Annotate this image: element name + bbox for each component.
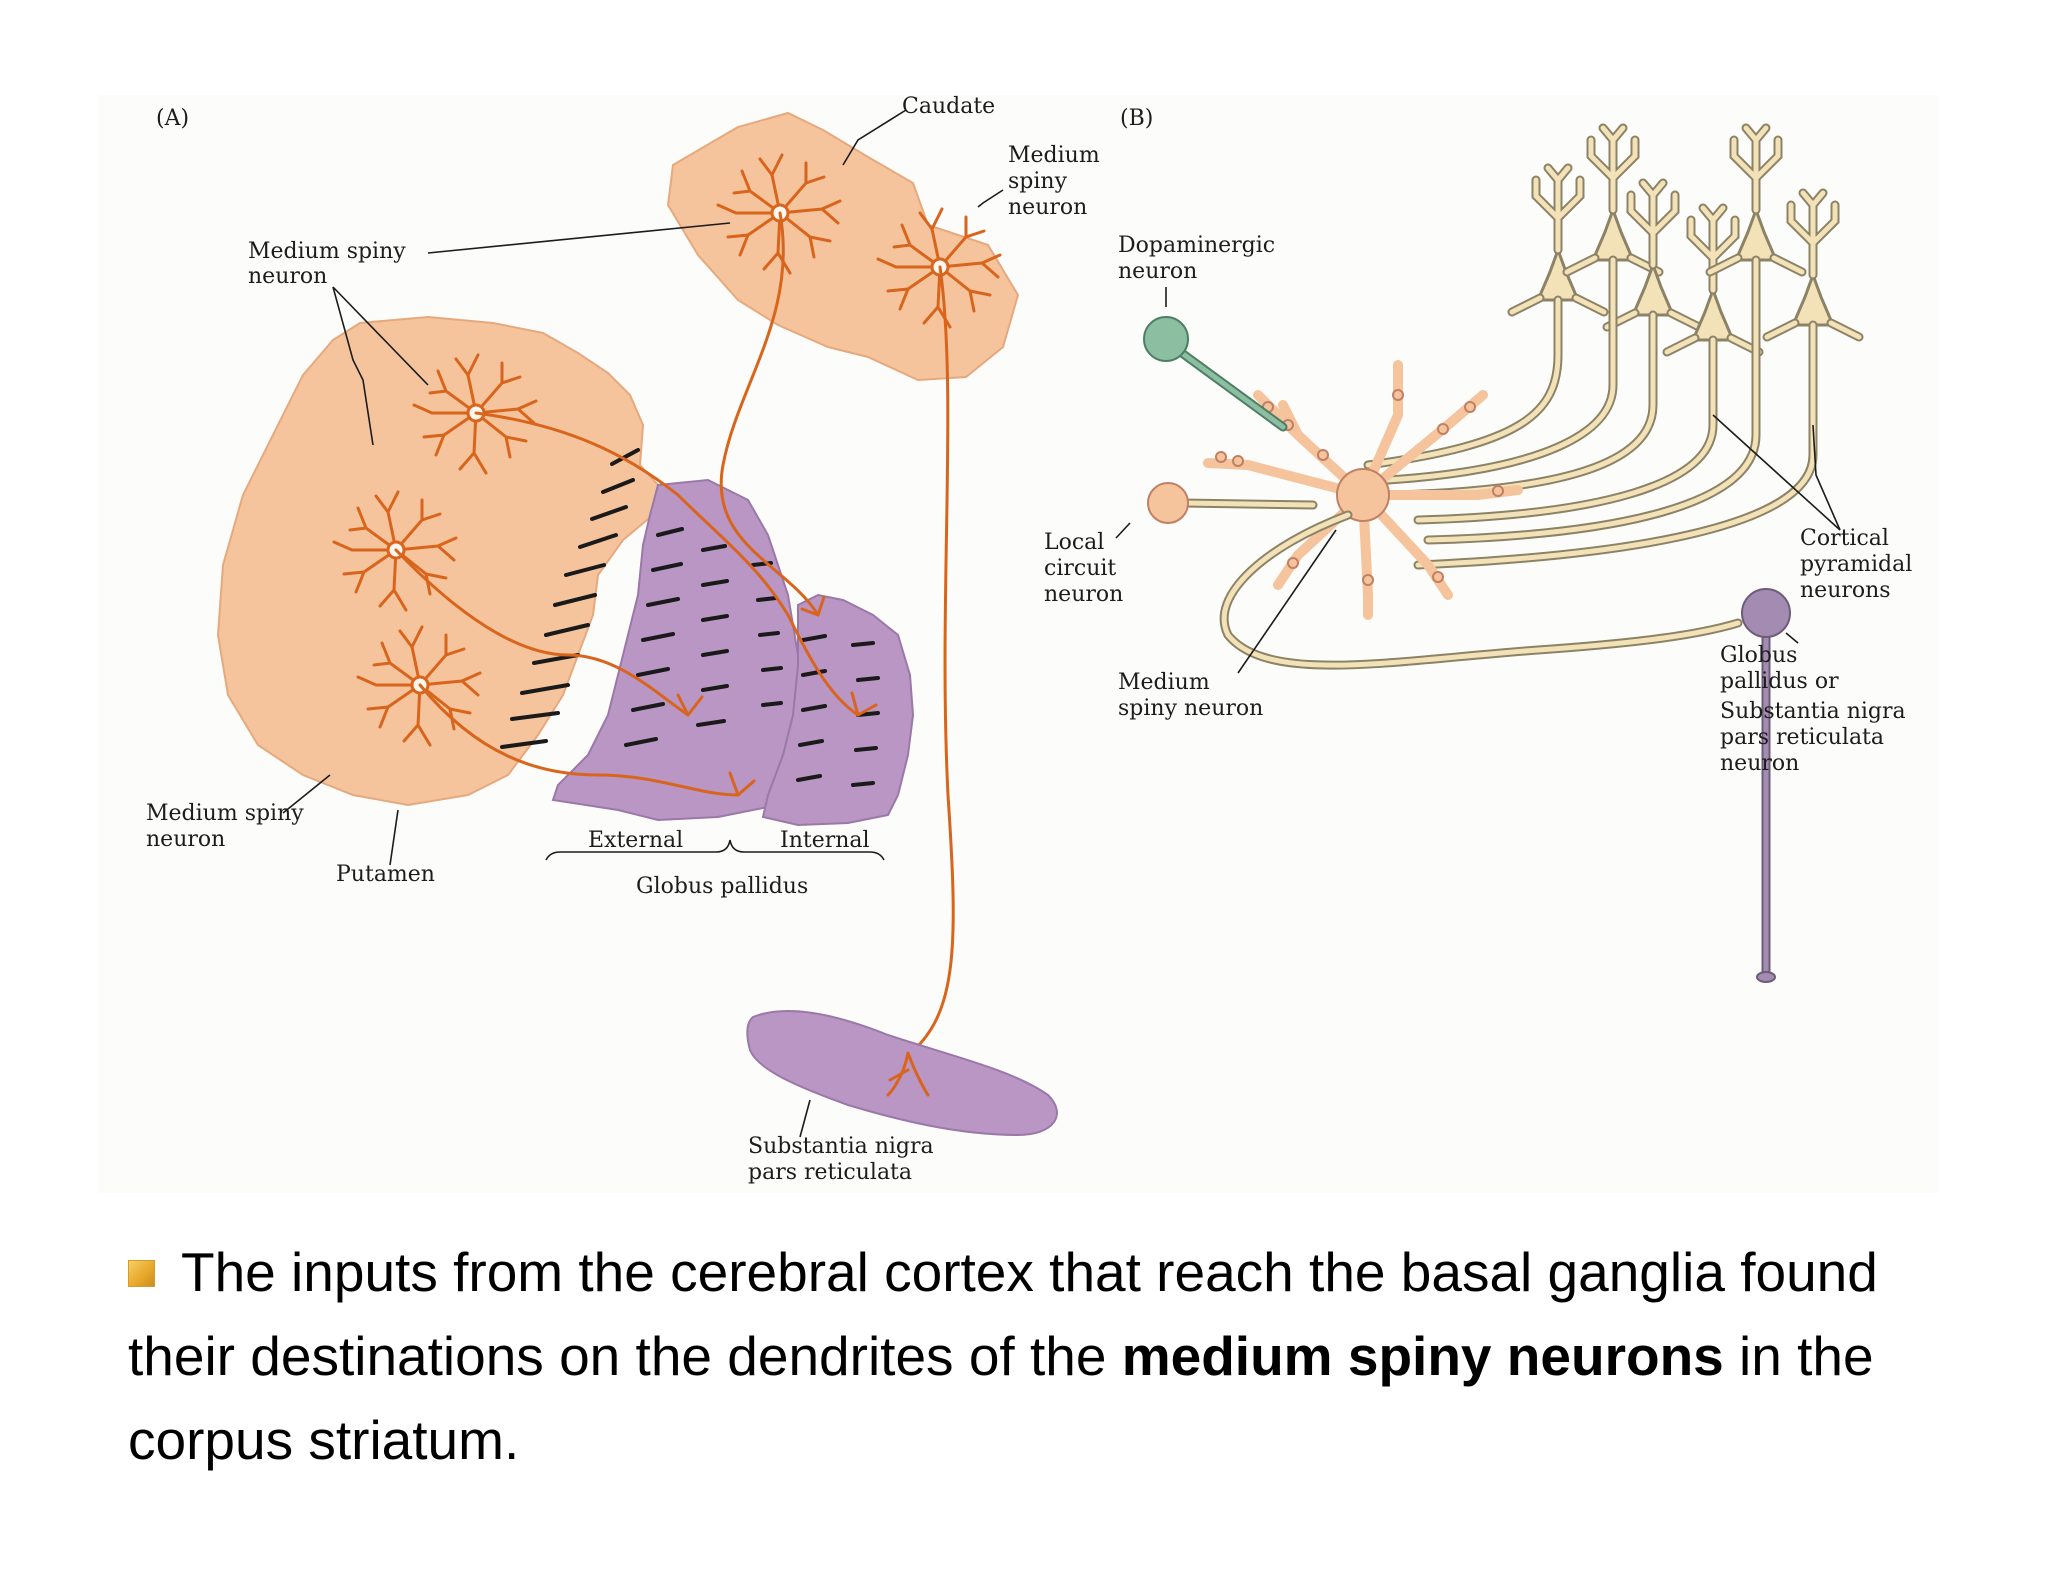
gp-internal-comb [796, 634, 880, 787]
local-circuit-label-2: circuit [1044, 556, 1116, 581]
figure: (A) Caudate [98, 95, 1938, 1193]
caudate-label: Caudate [902, 95, 995, 119]
msn-b-axon [1221, 512, 1741, 668]
basal-ganglia-diagram: (A) Caudate [146, 95, 1912, 1185]
gp-snr-label-5: neuron [1720, 751, 1799, 776]
caption-bold: medium spiny neurons [1121, 1325, 1724, 1387]
snr-label-1: Substantia nigra [748, 1134, 934, 1159]
msn-caudate-label-1: Medium [1008, 143, 1100, 168]
gp-internal-shape [761, 593, 915, 827]
msn-b-label-2: spiny neuron [1118, 696, 1263, 721]
cortical-label-1: Cortical [1800, 526, 1889, 551]
panel-b-tag: (B) [1120, 106, 1153, 131]
msn-b-label-1: Medium [1118, 670, 1210, 695]
panel-b-leaders [1115, 287, 1841, 674]
caudate-shape [666, 111, 1020, 382]
pyramidal-neuron-4 [1667, 208, 1759, 352]
msn-b-spines [1215, 389, 1504, 586]
dopaminergic-neuron [1143, 316, 1288, 432]
bullet-square-icon [128, 1260, 155, 1287]
msn-bottom-label-1: Medium spiny [146, 801, 304, 826]
local-circuit-label-3: neuron [1044, 582, 1123, 607]
panel-a-leaders [282, 109, 1004, 1138]
msn-caudate-label-2: spiny [1008, 169, 1068, 194]
local-circuit-neuron [1147, 482, 1318, 524]
putamen-shape [216, 315, 660, 807]
gp-external-label: External [588, 828, 683, 853]
putamen-label: Putamen [336, 862, 435, 887]
msn-caudate-label-3: neuron [1008, 195, 1087, 220]
gp-snr-neuron [1741, 588, 1791, 983]
cortical-label-2: pyramidal [1800, 552, 1912, 577]
local-circuit-label-1: Local [1044, 530, 1104, 555]
dopaminergic-label-1: Dopaminergic [1118, 233, 1275, 258]
snr-terminal [886, 1051, 930, 1097]
putamen-comb [500, 448, 640, 749]
gp-snr-label-2: pallidus or [1720, 669, 1839, 694]
pyramidal-neuron-1 [1512, 168, 1604, 312]
msn-b-soma [1336, 468, 1390, 522]
msn-top-label-1: Medium spiny [248, 239, 406, 264]
cortical-label-3: neurons [1800, 578, 1891, 603]
msn-top-label-2: neuron [248, 264, 327, 289]
caption-part-1: The inputs from the cerebral cortex that… [128, 1241, 1878, 1387]
gp-external-comb [624, 527, 783, 747]
gp-snr-label-4: pars reticulata [1720, 725, 1884, 750]
caption-bullet: The inputs from the cerebral cortex that… [128, 1230, 1968, 1482]
gp-internal-label: Internal [780, 828, 870, 853]
gp-external-shape [551, 478, 805, 822]
gp-snr-label-1: Globus [1720, 643, 1797, 668]
snr-label-2: pars reticulata [748, 1160, 912, 1185]
msn-bottom-label-2: neuron [146, 827, 225, 852]
globus-pallidus-label: Globus pallidus [636, 874, 808, 899]
dopaminergic-label-2: neuron [1118, 259, 1197, 284]
gp-snr-label-3: Substantia nigra [1720, 699, 1906, 724]
caption-part-2: in the corpus striatum. [128, 1325, 1874, 1471]
caption-text: The inputs from the cerebral cortex that… [128, 1241, 1878, 1471]
panel-a-tag: (A) [156, 106, 189, 131]
